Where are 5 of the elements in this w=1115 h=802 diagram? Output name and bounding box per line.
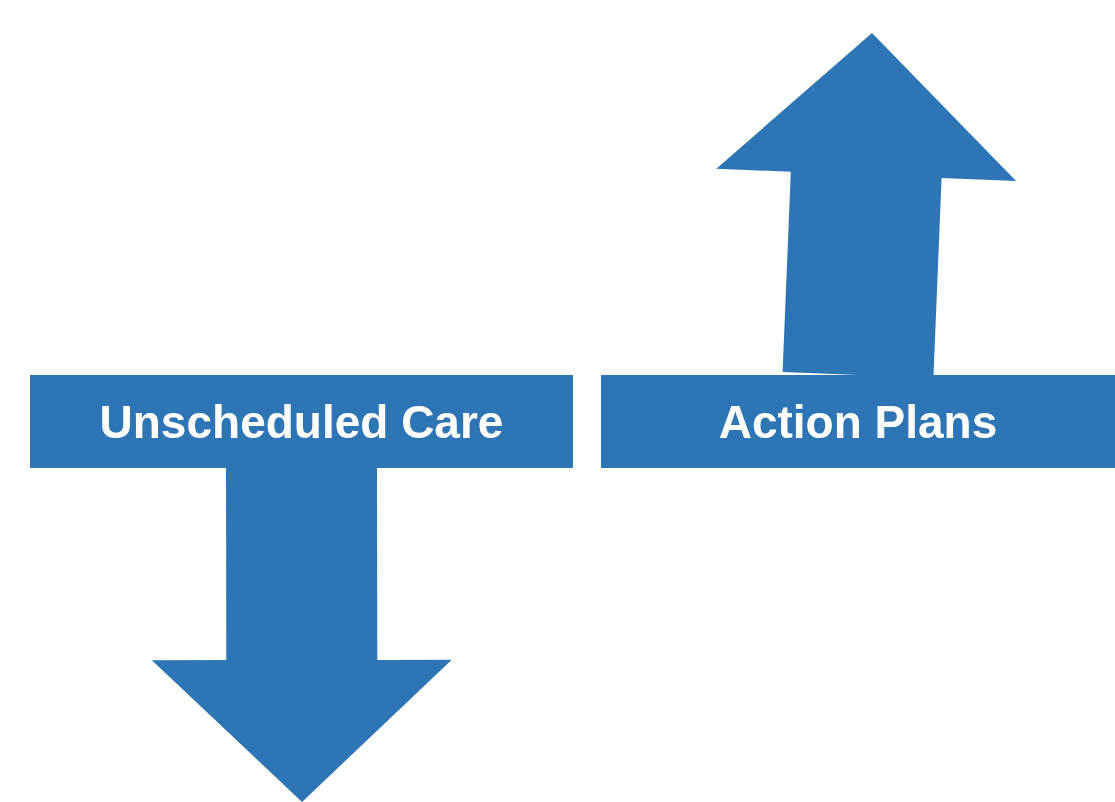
banner-label: Action Plans xyxy=(718,394,998,449)
banner-label: Unscheduled Care xyxy=(99,394,504,449)
label-banner xyxy=(30,375,573,468)
label-banner xyxy=(601,375,1115,468)
block-arrow xyxy=(151,467,452,802)
